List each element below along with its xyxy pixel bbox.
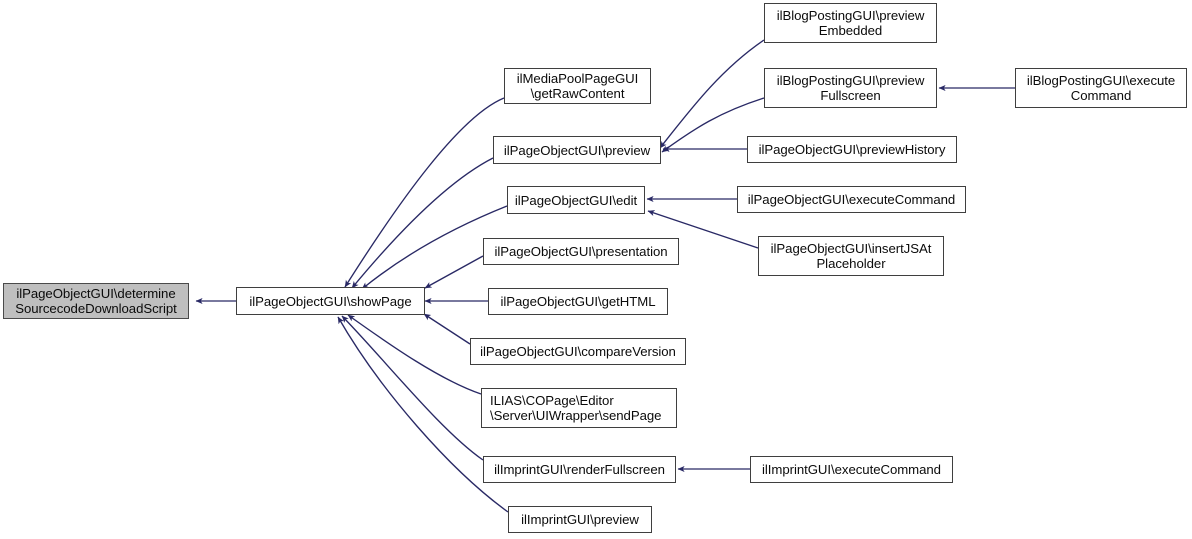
- node-edit[interactable]: ilPageObjectGUI\edit: [507, 186, 645, 214]
- node-blogExecuteCommand[interactable]: ilBlogPostingGUI\execute Command: [1015, 68, 1187, 108]
- node-sendPage[interactable]: ILIAS\COPage\Editor \Server\UIWrapper\se…: [481, 388, 677, 428]
- node-pageExecuteCommand[interactable]: ilPageObjectGUI\executeCommand: [737, 186, 966, 213]
- node-showPage[interactable]: ilPageObjectGUI\showPage: [236, 287, 425, 315]
- node-preview[interactable]: ilPageObjectGUI\preview: [493, 136, 661, 164]
- node-determine[interactable]: ilPageObjectGUI\determine SourcecodeDown…: [3, 283, 189, 319]
- node-previewEmbedded[interactable]: ilBlogPostingGUI\preview Embedded: [764, 3, 937, 43]
- edge-renderFullscreen-to-showPage: [341, 315, 484, 461]
- node-presentation[interactable]: ilPageObjectGUI\presentation: [483, 238, 679, 265]
- node-previewFullscreen[interactable]: ilBlogPostingGUI\preview Fullscreen: [764, 68, 937, 108]
- node-insertJSAtPlaceholder[interactable]: ilPageObjectGUI\insertJSAt Placeholder: [758, 236, 944, 276]
- edge-previewEmbedded-to-preview: [659, 39, 765, 149]
- node-previewHistory[interactable]: ilPageObjectGUI\previewHistory: [747, 136, 957, 163]
- node-renderFullscreen[interactable]: ilImprintGUI\renderFullscreen: [483, 456, 676, 483]
- edge-previewFullscreen-to-preview: [661, 97, 765, 153]
- edge-sendPage-to-showPage: [347, 314, 482, 395]
- edge-edit-to-showPage: [361, 205, 508, 290]
- node-getRawContent[interactable]: ilMediaPoolPageGUI \getRawContent: [504, 68, 651, 104]
- edge-insertJSAtPlaceholder-to-edit: [647, 210, 759, 249]
- node-getHTML[interactable]: ilPageObjectGUI\getHTML: [488, 288, 668, 315]
- node-imprintPreview[interactable]: ilImprintGUI\preview: [508, 506, 652, 533]
- node-imprintExecuteCommand[interactable]: ilImprintGUI\executeCommand: [750, 456, 953, 483]
- edge-imprintPreview-to-showPage: [337, 316, 509, 513]
- edge-presentation-to-showPage: [424, 255, 484, 289]
- node-compareVersion[interactable]: ilPageObjectGUI\compareVersion: [470, 338, 686, 365]
- edge-preview-to-showPage: [351, 157, 494, 289]
- edge-compareVersion-to-showPage: [423, 313, 471, 345]
- edge-getRawContent-to-showPage: [344, 97, 505, 288]
